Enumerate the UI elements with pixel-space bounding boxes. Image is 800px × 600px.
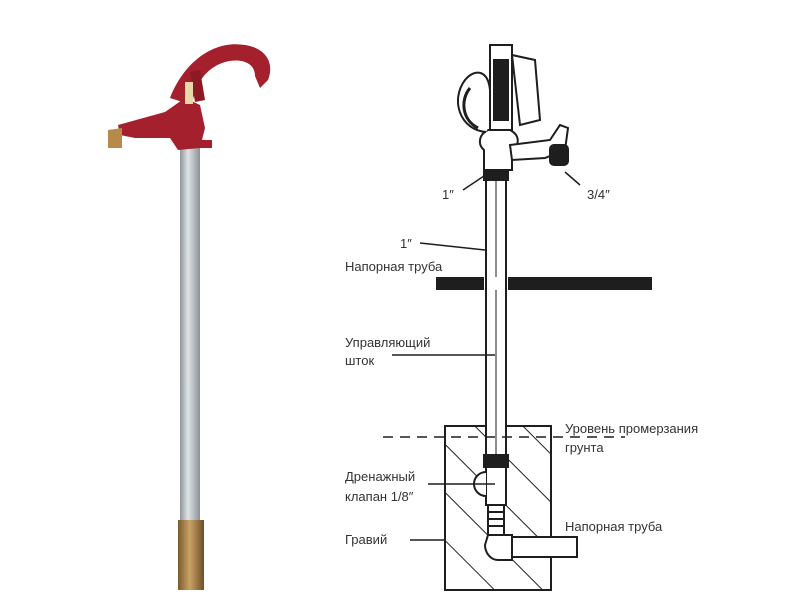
label-drain-valve-2: клапан 1/8″ [345, 489, 414, 504]
brass-fitting [178, 520, 204, 590]
hydrant-schematic [383, 44, 652, 591]
label-drain-valve-1: Дренажный [345, 469, 415, 484]
yard-hydrant-photo [108, 44, 271, 590]
linkage [185, 82, 193, 104]
label-pipe-size: 1″ [400, 236, 412, 251]
label-frost-line-2: грунта [565, 440, 604, 455]
pump-head [108, 44, 271, 150]
label-pressure-pipe-bottom: Напорная труба [565, 519, 663, 534]
label-gravel: Гравий [345, 532, 387, 547]
label-spout-size: 3/4″ [587, 187, 610, 202]
ground-surface [436, 277, 652, 290]
label-outlet-size: 1″ [442, 187, 454, 202]
labels: 1″ 3/4″ 1″ Напорная труба Управляющий шт… [345, 187, 698, 547]
supply-pipe [511, 536, 578, 558]
standpipe [180, 145, 200, 523]
label-control-rod-1: Управляющий [345, 335, 430, 350]
label-pressure-pipe-top: Напорная труба [345, 259, 443, 274]
label-frost-line-1: Уровень промерзания [565, 421, 698, 436]
label-control-rod-2: шток [345, 353, 374, 368]
